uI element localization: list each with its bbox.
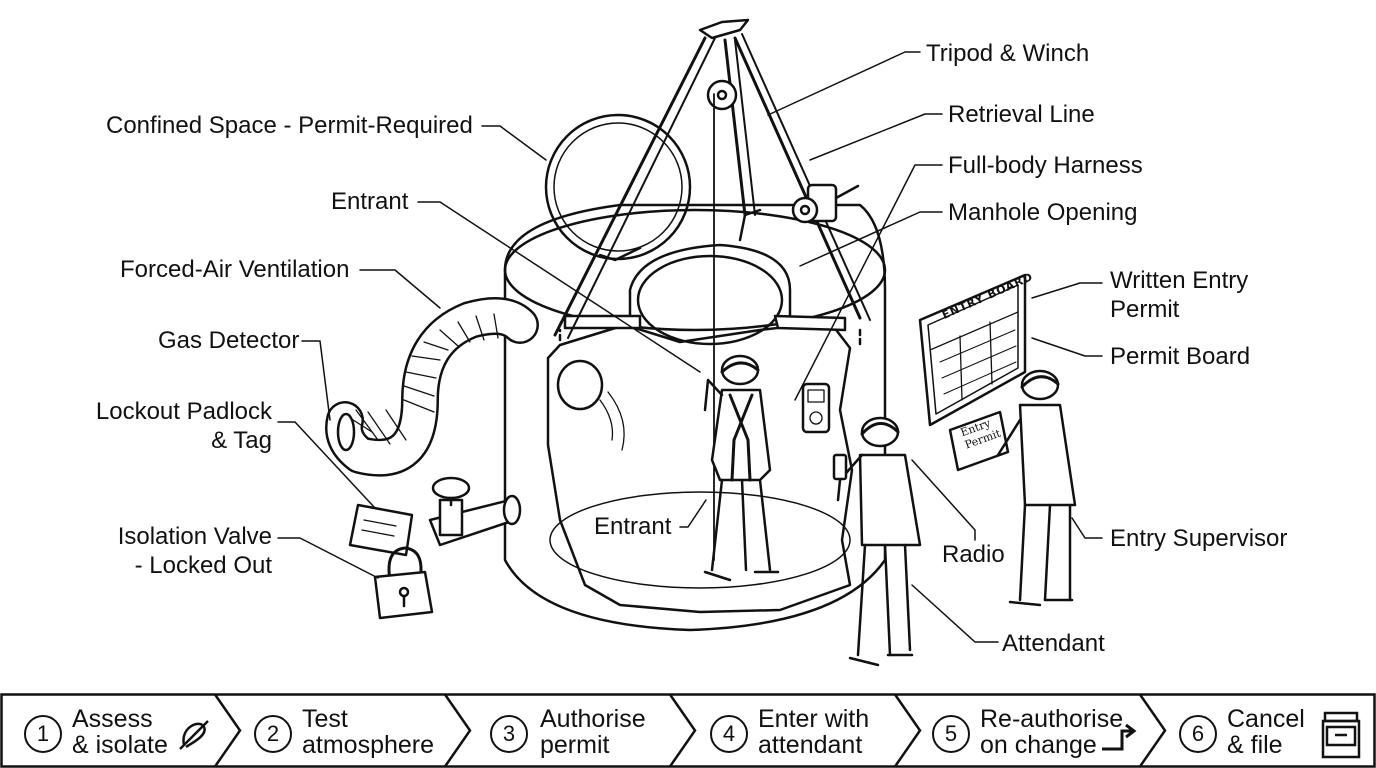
tripod xyxy=(553,18,871,561)
step-label: Assess & isolate xyxy=(72,705,168,759)
step-label: Test atmosphere xyxy=(302,705,435,759)
step-label: Re-authorise on change xyxy=(980,705,1124,759)
gas-detector xyxy=(801,382,831,434)
entrant-figure xyxy=(703,354,780,582)
label-entrant-lower: Entrant xyxy=(594,513,672,540)
lockout-padlock xyxy=(373,546,434,620)
ventilation-duct xyxy=(325,297,625,477)
step-2: 2 Test atmosphere xyxy=(240,693,445,768)
step-number: 6 xyxy=(1179,715,1217,753)
confined-space-illustration xyxy=(277,18,1103,667)
return-arrow-icon xyxy=(1102,723,1137,751)
isolation-valve xyxy=(428,476,522,547)
step-label: Cancel & file xyxy=(1227,705,1305,759)
step-6: 6 Cancel & file xyxy=(1165,693,1375,768)
step-3: 3 Authorise permit xyxy=(470,693,670,768)
label-isolation-valve: Isolation Valve - Locked Out xyxy=(117,523,272,579)
manhole-lid xyxy=(544,113,692,262)
step-label: Enter with attendant xyxy=(758,705,870,759)
label-tripod: Tripod & Winch xyxy=(926,40,1090,67)
step-1: 1 Assess & isolate xyxy=(0,693,215,768)
step-number: 1 xyxy=(24,715,62,753)
label-radio: Radio xyxy=(942,541,1005,568)
tank xyxy=(503,203,887,632)
lockout-tag xyxy=(348,503,414,557)
leader-lines xyxy=(277,51,1103,643)
step-label: Authorise permit xyxy=(540,705,646,759)
step-number: 2 xyxy=(254,715,292,753)
label-lockout: Lockout Padlock & Tag xyxy=(95,398,272,454)
supervisor-figure xyxy=(948,369,1077,607)
label-permit-board: Permit Board xyxy=(1110,343,1251,370)
steps-frame xyxy=(0,693,1376,768)
step-number: 5 xyxy=(932,715,970,753)
label-confined-space: Confined Space - Permit-Required xyxy=(106,112,473,139)
attendant-figure xyxy=(832,416,922,667)
step-number: 4 xyxy=(710,715,748,753)
label-entry-supervisor: Entry Supervisor xyxy=(1110,525,1288,552)
step-number: 3 xyxy=(490,715,528,753)
label-entrant-upper: Entrant xyxy=(331,188,409,215)
label-gas-detector: Gas Detector xyxy=(158,327,300,354)
permit-board xyxy=(918,273,1027,427)
no-entry-icon xyxy=(179,720,209,750)
step-4: 4 Enter with attendant xyxy=(695,693,895,768)
process-steps-bar: 1 Assess & isolate 2 Test atmosphere 3 A… xyxy=(0,693,1376,768)
label-manhole: Manhole Opening xyxy=(948,199,1138,226)
step-5: 5 Re-authorise on change xyxy=(920,693,1140,768)
label-attendant: Attendant xyxy=(1002,630,1105,657)
file-box-icon xyxy=(1321,711,1361,759)
label-retrieval-line: Retrieval Line xyxy=(948,101,1095,128)
label-ventilation: Forced-Air Ventilation xyxy=(120,256,350,283)
label-written-permit: Written Entry Permit xyxy=(1110,267,1249,323)
label-harness: Full-body Harness xyxy=(948,152,1143,179)
